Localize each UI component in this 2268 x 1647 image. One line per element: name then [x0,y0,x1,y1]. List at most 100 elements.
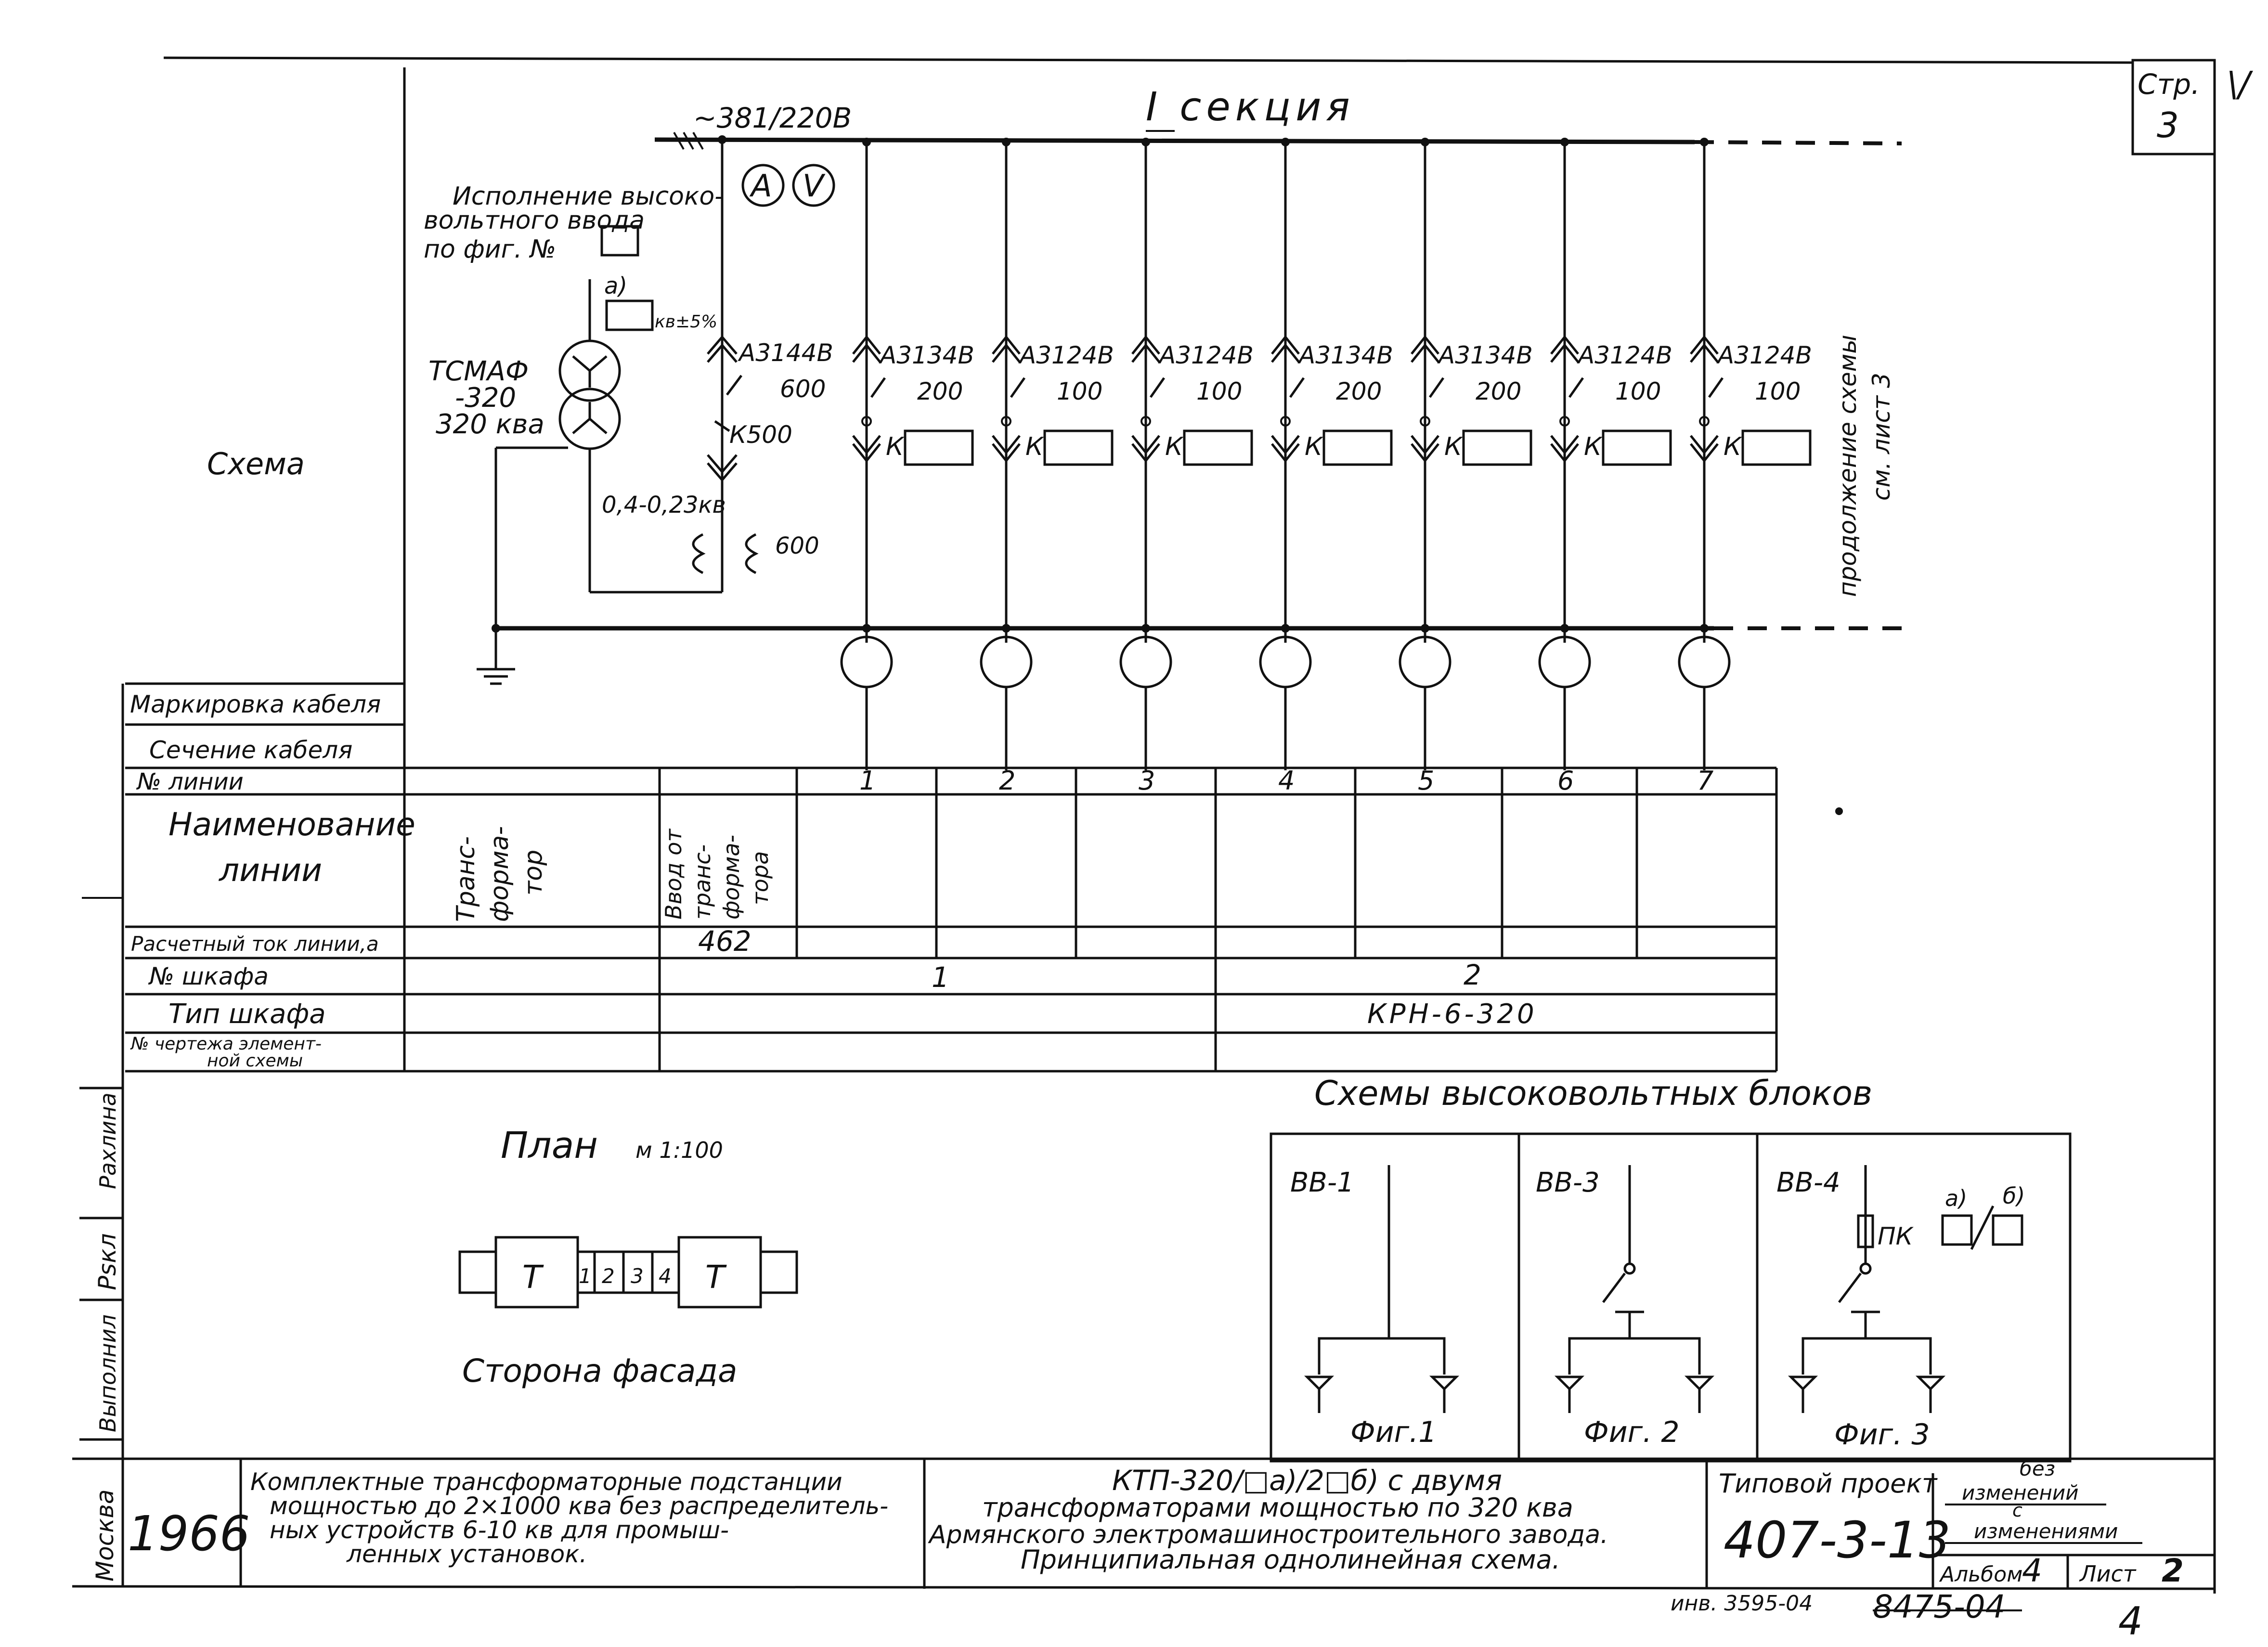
cable-terminal [980,635,1033,688]
svg-text:Комплектные трансформаторные п: Комплектные трансформаторные подстанции [250,1468,842,1496]
page-number: 3 [2157,105,2179,145]
bus-tap [1560,138,1569,146]
breaker-icon [1708,377,1724,398]
feeder-contactor: К [1025,432,1044,461]
stamp-signature: Рѕкл [93,1233,121,1290]
drawing-frame [72,56,2216,1594]
row-drawing-no-1: № чертежа элемент- [130,1034,322,1054]
hv-block-1-name: ВВ-1 [1290,1167,1354,1198]
svg-text:Исполнение высоко-: Исполнение высоко- [453,182,724,211]
lv-voltage: 0,4-0,23кв [602,492,726,519]
plan-title: План [501,1124,598,1167]
neutral-tap [1700,624,1709,633]
svg-text:изменениями: изменениями [1974,1519,2118,1543]
feeder-breaker-type: А3134В [1297,341,1393,369]
bus-tap [1281,138,1290,146]
breaker-icon [1149,377,1166,398]
line-number: 5 [1418,765,1434,796]
breaker-icon [1289,377,1305,398]
svg-text:Транс-: Транс- [452,836,480,922]
row-line-no: № линии [136,768,244,795]
continuation-note: продолжение схемы см. лист 3 [1834,335,1895,597]
album-number: 4 [2022,1552,2042,1589]
feeder-breaker-current: 100 [1755,377,1801,405]
svg-text:форма-: форма- [485,826,514,922]
line-number: 4 [1278,765,1295,796]
feeder-plug-top [1271,335,1300,363]
meters: A V [741,164,835,207]
bus-tap [862,138,871,146]
album-label: Альбом [1939,1562,2022,1587]
svg-text:продолжение схемы: продолжение схемы [1834,335,1862,597]
hv-block-3-name: ВВ-4 [1776,1167,1840,1198]
busbar-section-1: ~381/220В I секция [654,84,1902,150]
svg-text:тор: тор [519,850,548,895]
hv-block-3-fig: Фиг. 3 [1834,1418,1930,1452]
input-breaker-type: А3144В [738,339,833,367]
feeder-plug-top [1131,335,1160,363]
lines-table: Маркировка кабеля Сечение кабеля № линии… [125,682,1778,1073]
bus-tap [1141,138,1150,146]
neutral-bus [477,446,1902,685]
feeder-contactor: К [886,432,905,461]
plan-cell-1: 1 [579,1264,592,1288]
feeder-contactor-box [1741,429,1812,466]
check-mark: \/ [2227,64,2253,104]
svg-text:мощностью до 2×1000 ква без ра: мощностью до 2×1000 ква без распределите… [270,1492,888,1520]
feeder-breaker-current: 200 [917,377,963,405]
feeder-plug-top [852,335,881,363]
feeder-breaker-type: А3124В [1716,341,1812,369]
cabinet-type: КРН-6-320 [1367,999,1537,1030]
feeder-contactor: К [1444,432,1463,461]
year: 1966 [128,1505,250,1562]
feeder-breaker-current: 100 [1057,377,1102,405]
sheet-label: Лист [2079,1561,2137,1587]
neutral-tap [862,624,871,633]
breaker-contact [1140,416,1151,427]
breaker-icon [870,377,886,398]
feeder-plug-bottom [1690,435,1719,463]
feeder-breaker-type: А3124В [1018,341,1114,369]
feeder-contactor-box [904,429,974,466]
row-line-name-2: линии [218,852,322,889]
plan-cell-4: 4 [659,1264,672,1288]
footer: инв. 3595-04 8475-04 4 [1671,807,2143,1644]
feeder-breaker-type: А3124В [1577,341,1672,369]
breaker-contact [861,416,872,427]
feeder-contactor-box [1043,429,1114,466]
feeder-plug-top [992,335,1021,363]
neutral-tap [1421,624,1429,633]
svg-text:транс-: транс- [689,844,715,920]
line-number: 6 [1557,765,1574,796]
feeder-breaker-type: А3134В [1437,341,1533,369]
neutral-tap [1281,624,1290,633]
feeder-breaker-current: 200 [1336,377,1382,405]
breaker-contact [1001,416,1011,427]
feeder-breaker-current: 100 [1196,377,1242,405]
breaker-icon [1568,377,1584,398]
hv-block-3-b: б) [2003,1183,2025,1209]
row-cable-marking: Маркировка кабеля [130,690,381,718]
feeder-breaker-current: 200 [1476,377,1521,405]
feeder-plug-bottom [1131,435,1160,463]
tap-value: кв±5% [655,312,717,332]
feeder-breaker-type: А3134В [879,341,974,369]
hv-block-3-fuse: ПК [1878,1222,1914,1250]
row-drawing-no-2: ной схемы [207,1051,303,1071]
cable-terminal [840,635,893,688]
feeder-contactor-box [1322,429,1393,466]
line-number: 3 [1139,765,1155,796]
transformer-power: 320 ква [436,409,544,440]
row-cabinet-no: № шкафа [148,962,269,990]
bus-tap [1700,138,1709,146]
archive-stamp: 8475-04 [1873,1588,2006,1625]
row-rated-current: Расчетный ток линии,а [131,932,379,956]
line-number: 1 [859,765,876,796]
schema-label: Схема [207,446,305,481]
feeder-plug-bottom [1271,435,1300,463]
plan-scale: м 1:100 [635,1137,723,1163]
page-number-box: Стр. 3 \/ [2131,59,2253,156]
neutral-tap [1560,624,1569,633]
input-current: 462 [698,925,752,958]
plan-cell-t2: Т [705,1258,727,1296]
